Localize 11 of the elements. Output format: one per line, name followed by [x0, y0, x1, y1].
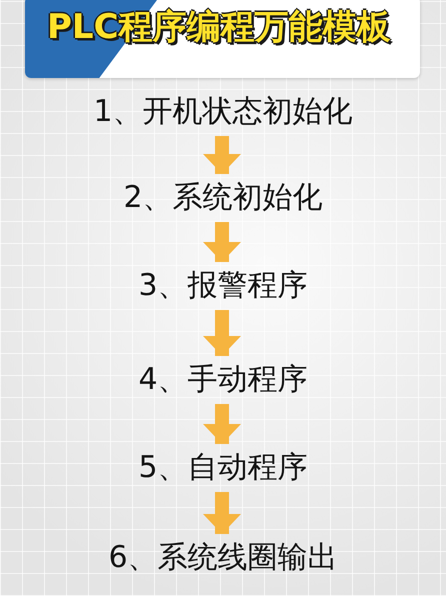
step-text: 5、自动程序	[138, 448, 308, 488]
down-arrow	[203, 404, 241, 444]
step-text: 3、报警程序	[138, 266, 308, 306]
step-text: 4、手动程序	[138, 360, 308, 400]
down-arrow	[203, 136, 241, 174]
down-arrow	[203, 310, 241, 356]
down-arrow	[203, 492, 241, 534]
step-text: 2、系统初始化	[123, 178, 323, 218]
step-text: 1、开机状态初始化	[93, 92, 353, 132]
down-arrow	[203, 222, 241, 262]
step-text: 6、系统线圈输出	[108, 538, 338, 578]
